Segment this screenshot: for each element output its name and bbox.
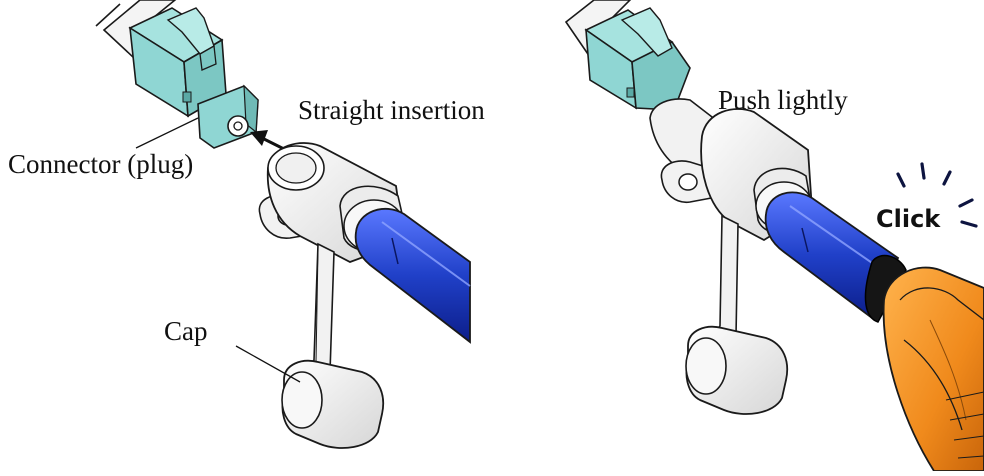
connector-plug-label: Connector (plug) bbox=[8, 149, 194, 179]
lc-connector-inserted bbox=[584, 7, 691, 111]
cap-leader-line bbox=[235, 345, 301, 383]
insertion-arrow bbox=[250, 130, 287, 152]
push-lightly-label: Push lightly bbox=[718, 85, 848, 115]
dust-cap-right bbox=[685, 325, 788, 415]
tool-collar bbox=[864, 254, 907, 323]
right-panel bbox=[564, 0, 984, 472]
blue-cable-left bbox=[354, 207, 471, 344]
dust-cap bbox=[281, 359, 384, 449]
left-panel bbox=[95, 0, 471, 449]
lc-connector-plug bbox=[128, 7, 259, 149]
click-label: Click bbox=[876, 205, 941, 233]
cap-label: Cap bbox=[164, 316, 208, 346]
straight-insertion-label: Straight insertion bbox=[298, 95, 485, 125]
orange-cleaner-tool bbox=[882, 266, 984, 472]
click-burst-icon bbox=[896, 162, 978, 228]
connector-leader-line bbox=[135, 117, 199, 149]
